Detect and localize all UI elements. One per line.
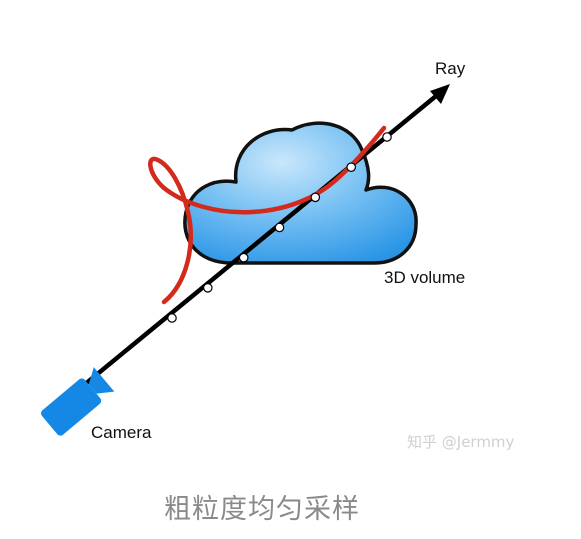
sample-point	[382, 132, 392, 142]
ray-label: Ray	[435, 59, 466, 78]
video-camera-icon	[41, 367, 115, 436]
volume-label: 3D volume	[384, 268, 465, 287]
density-curve	[148, 125, 387, 305]
cloud-icon	[183, 121, 418, 265]
camera-label: Camera	[91, 423, 152, 442]
ray-arrow	[81, 84, 450, 388]
sample-point	[238, 252, 249, 263]
watermark: 知乎 @Jermmy	[407, 433, 515, 451]
sample-point	[274, 222, 285, 233]
caption: 粗粒度均匀采样	[164, 494, 360, 525]
sample-point	[310, 192, 321, 203]
sample-point	[167, 313, 177, 323]
sample-point	[203, 282, 213, 293]
sample-points	[167, 132, 392, 323]
sample-point	[346, 162, 356, 172]
